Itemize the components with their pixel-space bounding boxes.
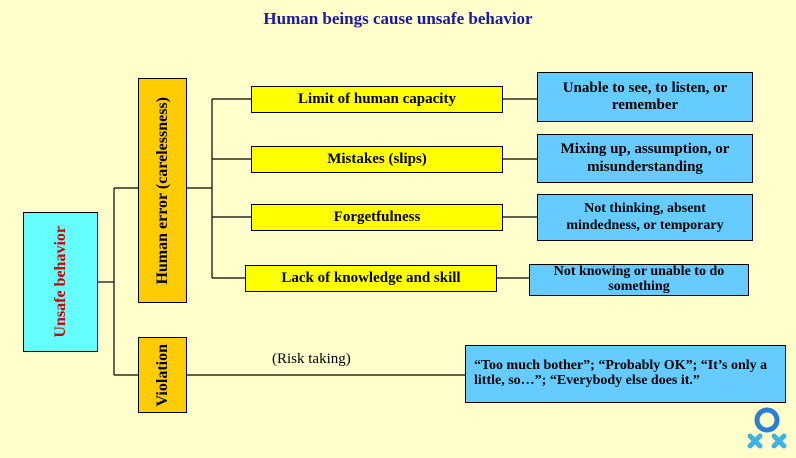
root-label: Unsafe behavior	[51, 226, 69, 338]
root-node: Unsafe behavior	[23, 212, 98, 352]
detail-node: Not knowing or unable to do something	[529, 264, 749, 296]
cause-label: Forgetfulness	[333, 209, 421, 225]
violation-detail-label: “Too much bother”; “Probably OK”; “It’s …	[474, 358, 768, 388]
cause-node: Forgetfulness	[251, 204, 503, 231]
risk-taking-label: (Risk taking)	[272, 351, 351, 367]
detail-node: Not thinking, absent mindedness, or temp…	[537, 194, 753, 241]
human-error-node: Human error (carelessness)	[138, 78, 187, 303]
cause-label: Mistakes (slips)	[327, 151, 427, 167]
cause-node: Limit of human capacity	[251, 86, 503, 113]
violation-label: Violation	[153, 343, 171, 407]
cause-node: Mistakes (slips)	[251, 146, 503, 173]
detail-label: Not knowing or unable to do something	[553, 264, 725, 294]
detail-label: Unable to see, to listen, or remember	[562, 79, 728, 113]
violation-node: Violation	[138, 337, 187, 413]
cause-label: Lack of knowledge and skill	[281, 270, 461, 286]
cause-label: Limit of human capacity	[298, 91, 456, 107]
diagram-title: Human beings cause unsafe behavior	[263, 9, 533, 28]
cause-node: Lack of knowledge and skill	[245, 265, 497, 292]
detail-node: Unable to see, to listen, or remember	[537, 72, 753, 122]
violation-detail-node: “Too much bother”; “Probably OK”; “It’s …	[465, 345, 786, 403]
detail-node: Mixing up, assumption, or misunderstandi…	[537, 134, 753, 183]
people-logo-icon	[747, 407, 787, 449]
human-error-label: Human error (carelessness)	[153, 96, 171, 285]
detail-label: Not thinking, absent mindedness, or temp…	[566, 201, 724, 233]
detail-label: Mixing up, assumption, or misunderstandi…	[560, 141, 730, 175]
